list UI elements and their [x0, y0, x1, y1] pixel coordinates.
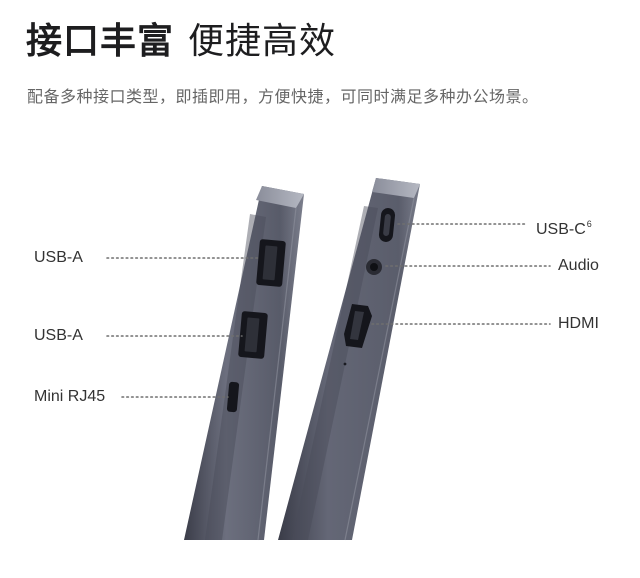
device-right [278, 178, 420, 541]
port-label-usb-a-1: USB-A [34, 249, 83, 266]
port-label-mini-rj45: Mini RJ45 [34, 388, 106, 405]
subtitle: 配备多种接口类型，即插即用，方便快捷，可同时满足多种办公场景。 [27, 87, 539, 106]
port-label-usb-c-text: USB-C [536, 221, 586, 238]
headline: 接口丰富便捷高效 [26, 20, 336, 64]
port-label-usb-a-2: USB-A [34, 327, 83, 344]
port-label-usb-c-footnote: 6 [586, 219, 592, 229]
port-label-audio: Audio [558, 257, 599, 274]
headline-strong: 接口丰富 [26, 21, 175, 62]
port-mini-rj45 [226, 381, 240, 413]
headline-light: 便捷高效 [188, 21, 337, 62]
device-left [184, 186, 304, 541]
port-label-usb-c: USB-C6 [536, 214, 592, 240]
port-label-hdmi: HDMI [558, 315, 599, 332]
